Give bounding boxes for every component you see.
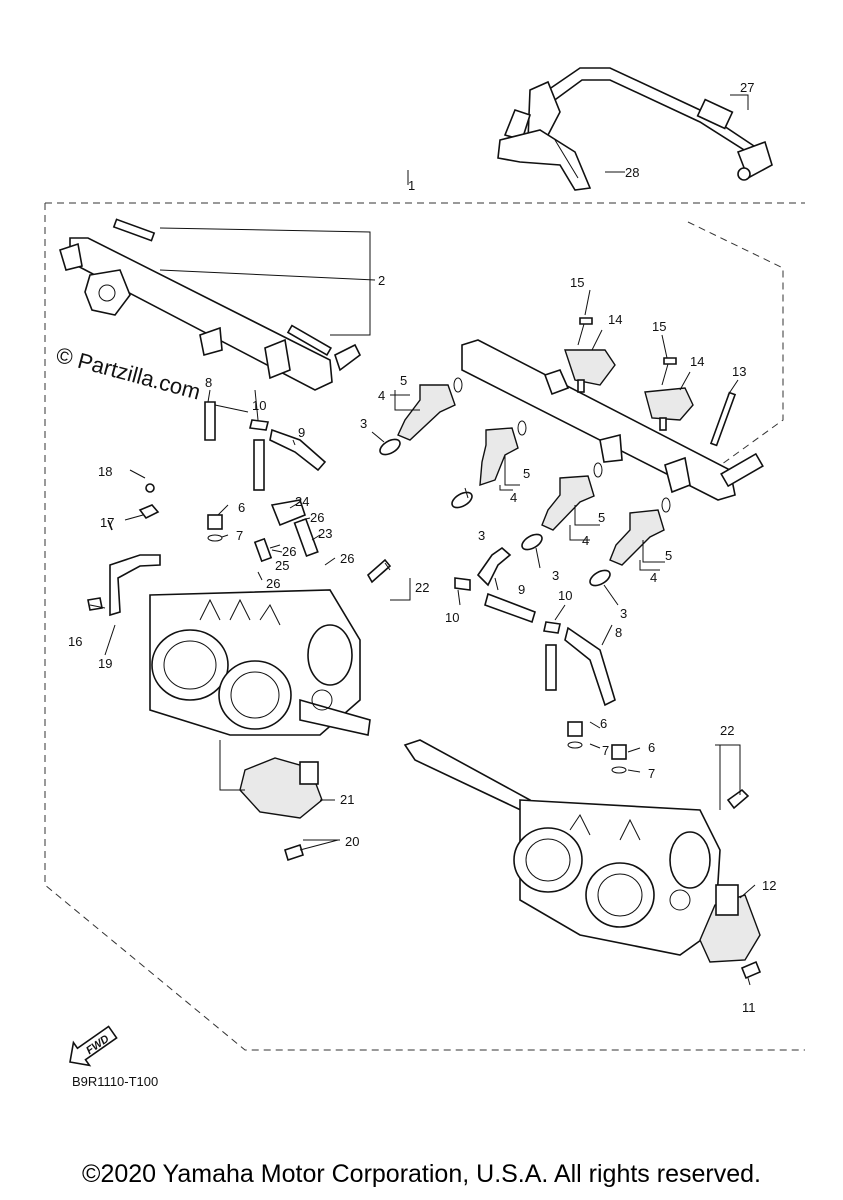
callout-3: 3	[478, 528, 485, 543]
diagram-code: B9R1110-T100	[72, 1074, 159, 1089]
callout-26: 26	[282, 544, 296, 559]
injector-4	[589, 497, 671, 587]
leader-lines	[89, 94, 756, 986]
callout-4: 4	[582, 533, 589, 548]
injector-1	[379, 377, 463, 456]
callout-6: 6	[238, 500, 245, 515]
callout-6: 6	[600, 716, 607, 731]
callout-14: 14	[690, 354, 704, 369]
callout-8: 8	[205, 375, 212, 390]
callout-9: 9	[298, 425, 305, 440]
callout-2: 2	[378, 273, 385, 288]
fwd-arrow: FWD	[69, 1025, 118, 1067]
callout-26: 26	[266, 576, 280, 591]
throttle-position-sensor-left	[239, 757, 339, 862]
fuel-injectors	[379, 377, 671, 587]
callout-28: 28	[625, 165, 639, 180]
callout-23: 23	[318, 526, 332, 541]
injector-3	[521, 462, 603, 551]
callout-21: 21	[340, 792, 354, 807]
fuel-hose-assembly	[497, 67, 773, 191]
callout-17: 17	[100, 515, 114, 530]
callout-4: 4	[650, 570, 657, 585]
callout-3: 3	[552, 568, 559, 583]
vacuum-hoses	[204, 401, 616, 707]
callout-14: 14	[608, 312, 622, 327]
callout-27: 27	[740, 80, 754, 95]
callout-19: 19	[98, 656, 112, 671]
callout-9: 9	[518, 582, 525, 597]
fuel-rail-left	[59, 218, 362, 391]
callout-3: 3	[360, 416, 367, 431]
pressure-sensors	[564, 317, 694, 431]
copyright-notice: ©2020 Yamaha Motor Corporation, U.S.A. A…	[82, 1160, 761, 1188]
callout-1: 1	[408, 178, 415, 193]
fuel-rail-right	[461, 339, 764, 501]
callout-22: 22	[415, 580, 429, 595]
assembly-boundary	[44, 202, 805, 1051]
callout-26: 26	[340, 551, 354, 566]
callout-25: 25	[275, 558, 289, 573]
throttle-body-right	[403, 739, 721, 956]
callout-12: 12	[762, 878, 776, 893]
callout-6: 6	[648, 740, 655, 755]
callout-10: 10	[252, 398, 266, 413]
callout-5: 5	[400, 373, 407, 388]
callout-4: 4	[510, 490, 517, 505]
throttle-body-left	[149, 589, 371, 736]
callout-7: 7	[648, 766, 655, 781]
callout-5: 5	[598, 510, 605, 525]
callout-26: 26	[310, 510, 324, 525]
throttle-position-sensor-right	[699, 884, 762, 980]
callout-7: 7	[236, 528, 243, 543]
callout-24: 24	[295, 494, 309, 509]
callout-10: 10	[445, 610, 459, 625]
callout-15: 15	[652, 319, 666, 334]
callout-10: 10	[558, 588, 572, 603]
callout-4: 4	[378, 388, 385, 403]
callout-11: 11	[742, 1000, 756, 1015]
callout-16: 16	[68, 634, 82, 649]
callout-labels: 1 2 3 3 3 3 4 4 4 4 5 5 5 5 6 6 6 7 7 7 …	[68, 80, 776, 1015]
callout-5: 5	[665, 548, 672, 563]
callout-13: 13	[732, 364, 746, 379]
small-fittings	[87, 483, 750, 810]
callout-7: 7	[602, 743, 609, 758]
callout-18: 18	[98, 464, 112, 479]
callout-8: 8	[615, 625, 622, 640]
callout-5: 5	[523, 466, 530, 481]
callout-15: 15	[570, 275, 584, 290]
callout-3: 3	[620, 606, 627, 621]
callout-22: 22	[720, 723, 734, 738]
callout-20: 20	[345, 834, 359, 849]
